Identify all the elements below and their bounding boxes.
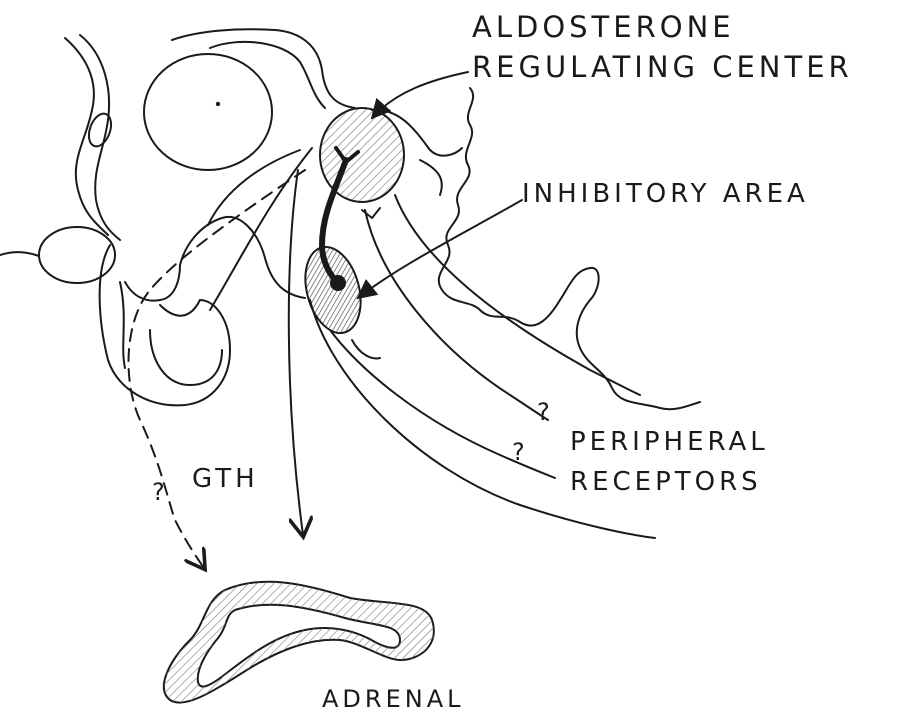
gth-label: GTH xyxy=(192,462,259,496)
top-arch-inner xyxy=(210,42,325,108)
left-outer-wall xyxy=(65,38,108,235)
aldosterone-label-line2: REGULATING CENTER xyxy=(472,50,853,84)
gth-dashed-arrow xyxy=(129,170,305,568)
big-circle xyxy=(144,54,272,170)
inhibitory-area-label: INHIBITORY AREA xyxy=(522,177,809,211)
pituitary-inner xyxy=(125,265,180,301)
small-oval xyxy=(85,111,115,150)
top-arch xyxy=(172,29,355,108)
brainstem-line-5 xyxy=(365,210,548,420)
adrenal-arrow xyxy=(289,170,303,535)
adrenal-label: ADRENAL xyxy=(322,682,464,716)
optic-oval xyxy=(39,227,115,283)
receptors-label-line2: RECEPTORS xyxy=(570,465,762,499)
ventricle-curve xyxy=(180,217,305,298)
brainstem-line-3 xyxy=(310,300,655,538)
peripheral-label-line1: PERIPHERAL xyxy=(570,425,769,459)
brainstem-line-1 xyxy=(208,150,300,225)
pituitary-lobe xyxy=(150,330,222,385)
question-mark-gth: ? xyxy=(152,480,165,504)
question-mark-middle: ? xyxy=(512,440,525,464)
brainstem-line-6 xyxy=(395,195,640,395)
right-wavy-contour xyxy=(439,88,700,409)
question-mark-upper: ? xyxy=(537,400,550,424)
aldosterone-label-line1: ALDOSTERONE xyxy=(472,10,735,44)
inhibitory-area xyxy=(296,241,369,339)
pituitary-outer xyxy=(100,245,230,405)
